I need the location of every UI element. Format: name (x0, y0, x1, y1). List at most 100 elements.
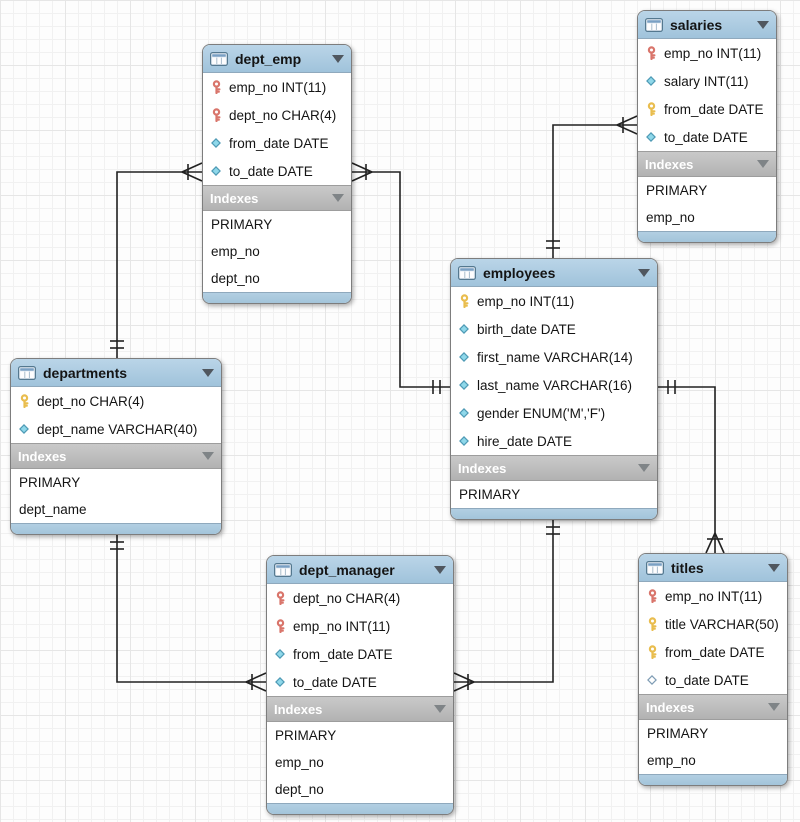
column-row[interactable]: emp_no INT(11) (638, 39, 776, 67)
key-yellow-icon (457, 294, 471, 308)
table-dept_emp[interactable]: dept_emp emp_no INT(11) dept_no CHAR(4) fro… (202, 44, 352, 304)
collapse-arrow-icon[interactable] (202, 452, 214, 460)
column-text: emp_no INT(11) (229, 79, 327, 95)
indexes-header[interactable]: Indexes (451, 455, 657, 481)
column-row[interactable]: dept_name VARCHAR(40) (11, 415, 221, 443)
table-dept_manager[interactable]: dept_manager dept_no CHAR(4) emp_no INT(11… (266, 555, 454, 815)
column-row[interactable]: first_name VARCHAR(14) (451, 343, 657, 371)
relationship-dept_manager-departments[interactable] (110, 532, 267, 692)
relationship-dept_emp-departments[interactable] (110, 162, 203, 358)
relationship-dept_manager-employees[interactable] (453, 517, 560, 692)
key-yellow-icon (645, 617, 659, 631)
column-row[interactable]: emp_no INT(11) (203, 73, 351, 101)
table-title: salaries (670, 16, 723, 33)
key-red-icon (209, 80, 223, 94)
key-red-icon (644, 46, 658, 60)
collapse-arrow-icon[interactable] (434, 565, 446, 574)
collapse-arrow-icon[interactable] (332, 194, 344, 202)
indexes-header[interactable]: Indexes (639, 694, 787, 720)
column-row[interactable]: emp_no INT(11) (267, 612, 453, 640)
index-row[interactable]: emp_no (639, 747, 787, 774)
diamond-icon (273, 648, 287, 660)
collapse-arrow-icon[interactable] (638, 464, 650, 472)
column-row[interactable]: emp_no INT(11) (639, 582, 787, 610)
table-header[interactable]: departments (11, 359, 221, 387)
index-row[interactable]: emp_no (203, 238, 351, 265)
relationship-dept_emp-employees[interactable] (351, 162, 450, 394)
collapse-arrow-icon[interactable] (768, 703, 780, 711)
table-header[interactable]: titles (639, 554, 787, 582)
relationship-salaries-employees[interactable] (546, 115, 638, 258)
table-header[interactable]: dept_emp (203, 45, 351, 73)
column-row[interactable]: last_name VARCHAR(16) (451, 371, 657, 399)
index-row[interactable]: PRIMARY (639, 720, 787, 747)
column-row[interactable]: from_date DATE (639, 638, 787, 666)
table-departments[interactable]: departments dept_no CHAR(4) dept_name VARC… (10, 358, 222, 535)
column-row[interactable]: dept_no CHAR(4) (267, 584, 453, 612)
index-row[interactable]: PRIMARY (203, 211, 351, 238)
collapse-arrow-icon[interactable] (332, 54, 344, 63)
index-row[interactable]: dept_no (203, 265, 351, 292)
column-text: last_name VARCHAR(16) (477, 377, 633, 393)
column-row[interactable]: hire_date DATE (451, 427, 657, 455)
column-row[interactable]: to_date DATE (639, 666, 787, 694)
column-text: from_date DATE (665, 644, 765, 660)
index-row[interactable]: PRIMARY (638, 177, 776, 204)
diamond-icon (457, 407, 471, 419)
column-row[interactable]: to_date DATE (203, 157, 351, 185)
column-text: hire_date DATE (477, 433, 573, 449)
table-employees[interactable]: employees emp_no INT(11) birth_date DATE fi… (450, 258, 658, 520)
column-text: dept_no CHAR(4) (293, 590, 401, 606)
column-row[interactable]: to_date DATE (638, 123, 776, 151)
diamond-icon (209, 165, 223, 177)
diamond-icon (457, 323, 471, 335)
index-row[interactable]: dept_no (267, 776, 453, 803)
column-row[interactable]: to_date DATE (267, 668, 453, 696)
collapse-arrow-icon[interactable] (638, 268, 650, 277)
collapse-arrow-icon[interactable] (768, 563, 780, 572)
table-header[interactable]: employees (451, 259, 657, 287)
indexes-header[interactable]: Indexes (11, 443, 221, 469)
column-row[interactable]: from_date DATE (638, 95, 776, 123)
table-title: dept_emp (235, 50, 302, 67)
index-row[interactable]: emp_no (267, 749, 453, 776)
collapse-arrow-icon[interactable] (757, 20, 769, 29)
table-title: employees (483, 264, 556, 281)
column-row[interactable]: dept_no CHAR(4) (203, 101, 351, 129)
indexes-label: Indexes (458, 460, 507, 476)
index-row[interactable]: PRIMARY (11, 469, 221, 496)
column-row[interactable]: dept_no CHAR(4) (11, 387, 221, 415)
table-header[interactable]: dept_manager (267, 556, 453, 584)
column-text: dept_no CHAR(4) (229, 107, 337, 123)
index-row[interactable]: emp_no (638, 204, 776, 231)
key-red-icon (209, 108, 223, 122)
relationship-titles-employees[interactable] (658, 380, 725, 554)
key-red-icon (645, 589, 659, 603)
column-row[interactable]: from_date DATE (203, 129, 351, 157)
column-row[interactable]: from_date DATE (267, 640, 453, 668)
collapse-arrow-icon[interactable] (202, 368, 214, 377)
column-text: birth_date DATE (477, 321, 576, 337)
index-row[interactable]: dept_name (11, 496, 221, 523)
column-text: dept_no CHAR(4) (37, 393, 145, 409)
collapse-arrow-icon[interactable] (757, 160, 769, 168)
table-salaries[interactable]: salaries emp_no INT(11)salary INT(11) from… (637, 10, 777, 243)
table-icon (274, 562, 292, 577)
index-row[interactable]: PRIMARY (267, 722, 453, 749)
column-row[interactable]: emp_no INT(11) (451, 287, 657, 315)
table-header[interactable]: salaries (638, 11, 776, 39)
column-text: from_date DATE (664, 101, 764, 117)
column-row[interactable]: gender ENUM('M','F') (451, 399, 657, 427)
diamond-icon (457, 351, 471, 363)
indexes-header[interactable]: Indexes (267, 696, 453, 722)
indexes-header[interactable]: Indexes (638, 151, 776, 177)
column-row[interactable]: birth_date DATE (451, 315, 657, 343)
index-row[interactable]: PRIMARY (451, 481, 657, 508)
column-row[interactable]: title VARCHAR(50) (639, 610, 787, 638)
column-text: first_name VARCHAR(14) (477, 349, 633, 365)
column-row[interactable]: salary INT(11) (638, 67, 776, 95)
collapse-arrow-icon[interactable] (434, 705, 446, 713)
indexes-header[interactable]: Indexes (203, 185, 351, 211)
